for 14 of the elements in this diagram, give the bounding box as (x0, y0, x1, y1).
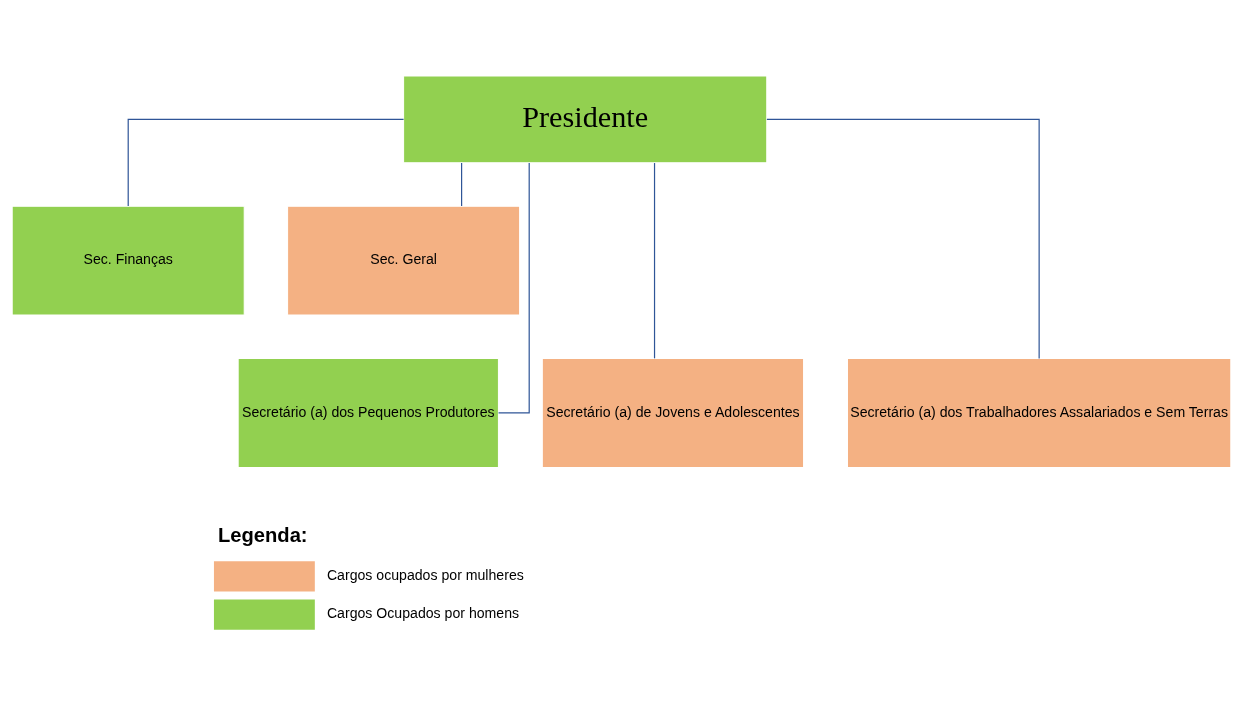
connector (497, 162, 530, 414)
connector (461, 162, 463, 207)
node-box: Secretário (a) dos Pequenos Produtores (237, 358, 499, 468)
connector (766, 118, 1040, 360)
connector (653, 162, 656, 359)
node-box: Secretário (a) dos Trabalhadores Assalariados e Sem Terras (846, 358, 1232, 468)
label: Legenda: (217, 524, 308, 547)
legend-label: Cargos Ocupados por homens (326, 605, 520, 622)
legend-label: Cargos ocupados por mulheres (326, 567, 524, 584)
node-box: Secretário (a) de Jovens e Adolescentes (541, 358, 805, 468)
node-box: Sec. Finanças (11, 205, 245, 316)
node-box: Presidente (403, 75, 768, 164)
connector (127, 118, 405, 207)
node-box: Sec. Geral (287, 205, 521, 316)
